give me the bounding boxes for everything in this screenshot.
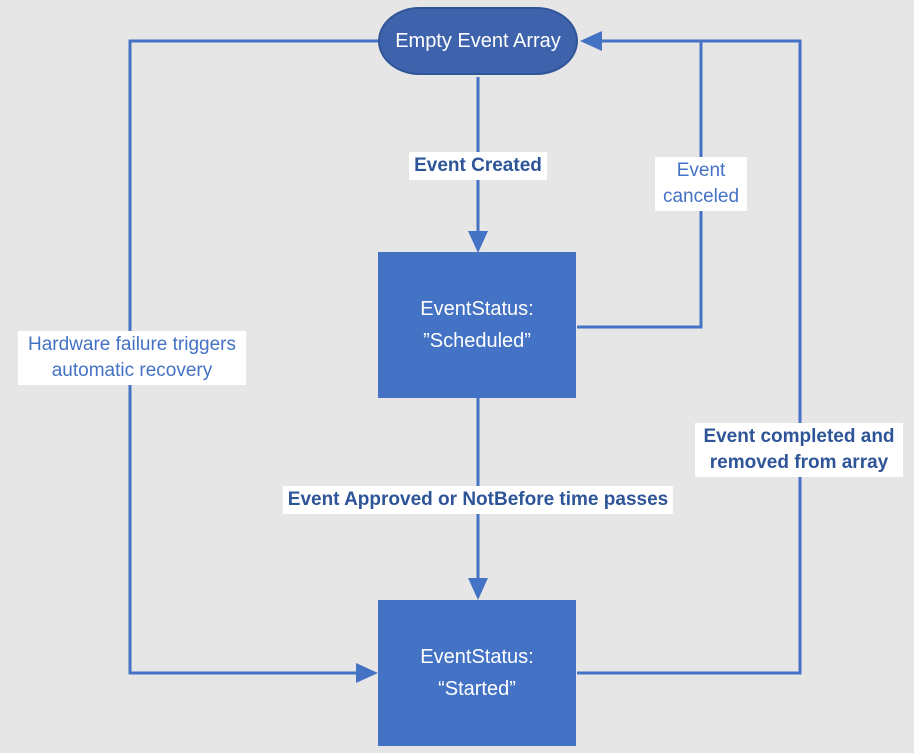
edge-label-event-canceled: Event canceled xyxy=(655,157,747,211)
node-empty-event-array-label: Empty Event Array xyxy=(395,30,561,52)
edge-hardware-failure-arrowhead xyxy=(356,663,378,683)
edge-event-approved-arrowhead xyxy=(468,578,488,600)
edge-label-event-approved: Event Approved or NotBefore time passes xyxy=(282,486,674,514)
node-eventstatus-started-label: EventStatus: “Started” xyxy=(420,646,534,700)
edge-event-completed-line xyxy=(577,39,802,675)
edge-label-hardware-failure: Hardware failure triggers automatic reco… xyxy=(18,331,246,385)
node-eventstatus-started: EventStatus: “Started” xyxy=(378,600,576,746)
node-empty-event-array: Empty Event Array xyxy=(378,7,578,75)
edge-event-completed-arrowhead xyxy=(580,31,602,51)
edge-label-event-completed: Event completed and removed from array xyxy=(695,423,903,477)
edge-event-canceled-line xyxy=(577,41,703,329)
node-eventstatus-scheduled-label: EventStatus: ”Scheduled” xyxy=(420,298,534,352)
edge-label-event-created: Event Created xyxy=(409,152,547,180)
node-eventstatus-scheduled: EventStatus: ”Scheduled” xyxy=(378,252,576,398)
edge-event-created-arrowhead xyxy=(468,231,488,253)
